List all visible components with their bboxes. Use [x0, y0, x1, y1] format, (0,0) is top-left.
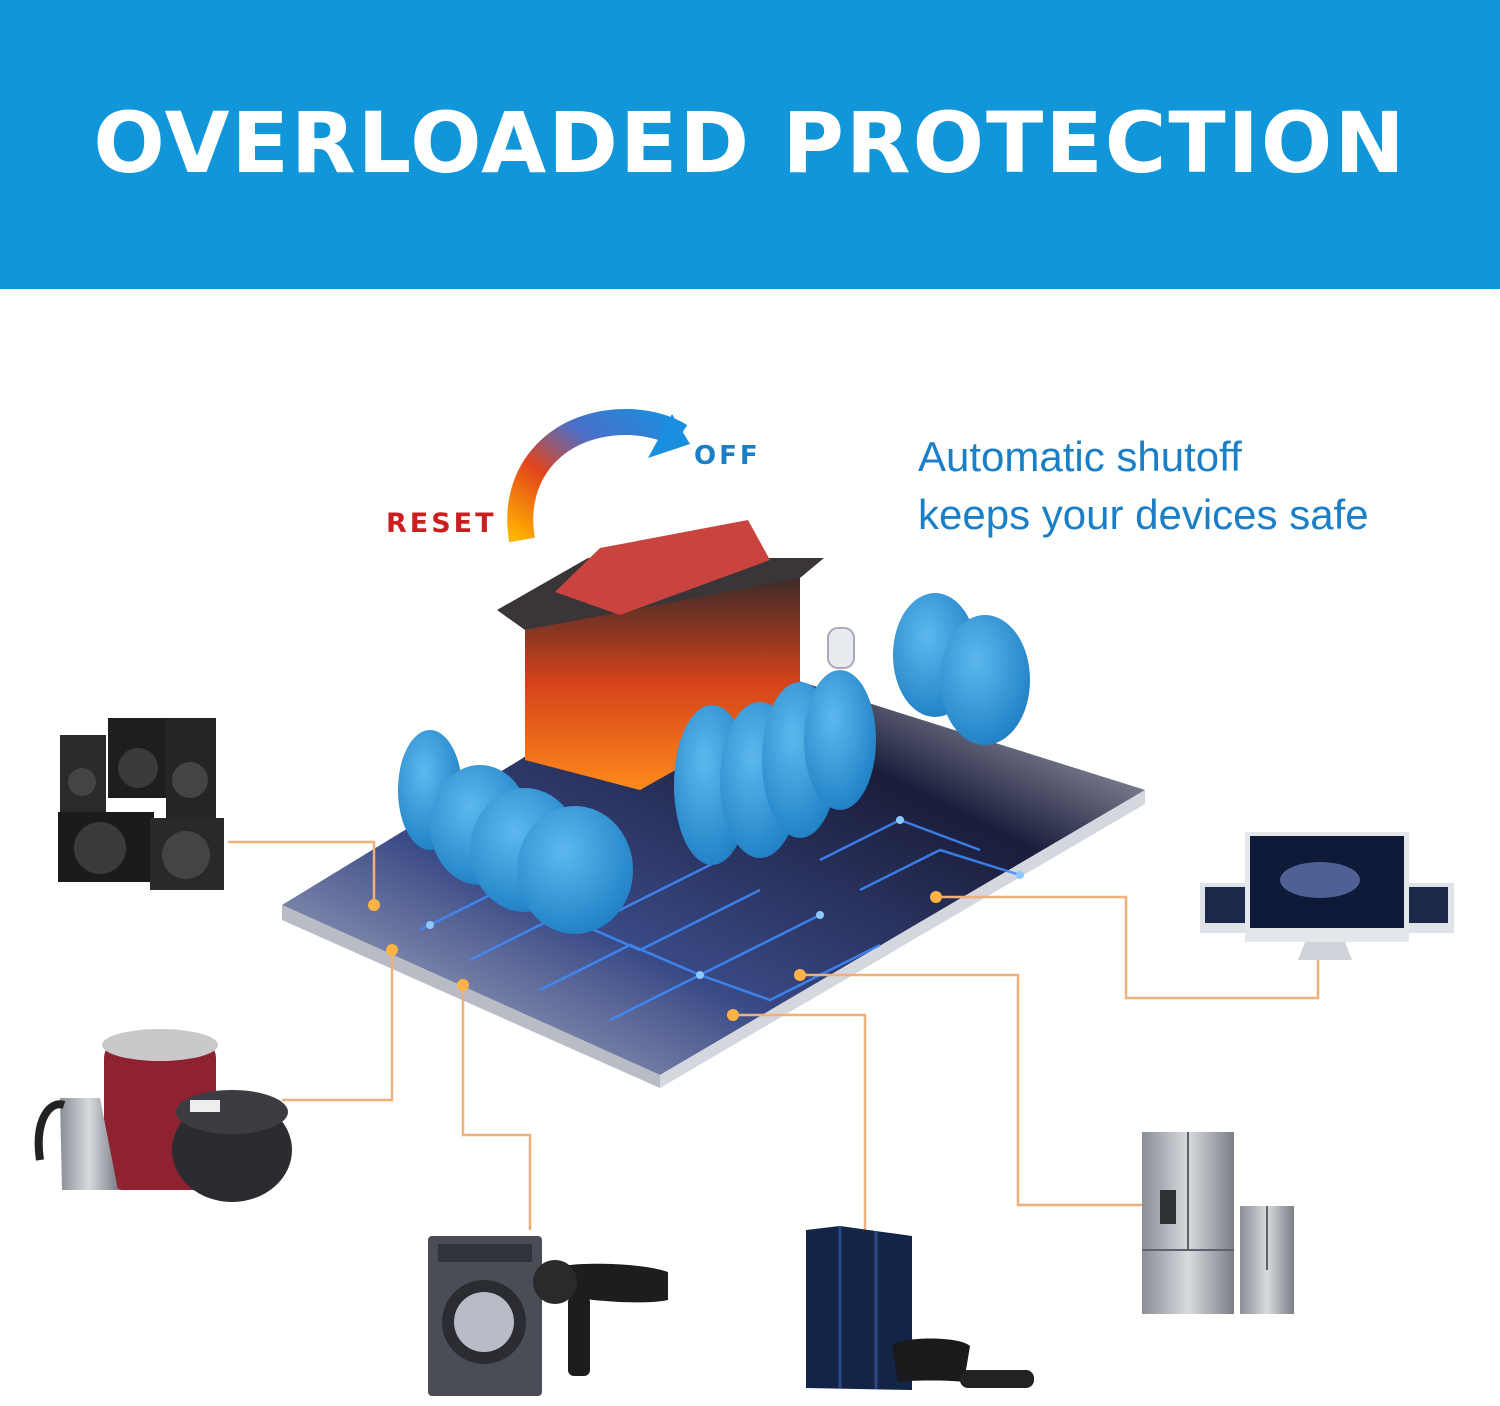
- capacitors: [398, 593, 1030, 934]
- refrigerator-icon: [1142, 1132, 1294, 1314]
- game-console-icon: [806, 1226, 1034, 1390]
- header-banner: OVERLOADED PROTECTION: [0, 0, 1500, 289]
- tagline: Automatic shutoff keeps your devices saf…: [918, 428, 1369, 544]
- reset-label: RESET: [386, 508, 497, 539]
- tagline-line-2: keeps your devices safe: [918, 491, 1369, 538]
- speaker-stack-icon: [58, 718, 224, 890]
- kitchen-appliances-icon: [34, 1029, 292, 1202]
- connector-lines: [228, 840, 1320, 1232]
- off-label: OFF: [694, 441, 761, 471]
- washer-and-hairdryer-icon: [428, 1236, 668, 1396]
- reset-arrow-icon: [507, 408, 690, 543]
- page-title: OVERLOADED PROTECTION: [93, 93, 1407, 192]
- computer-monitors-icon: [1200, 832, 1454, 960]
- connector-dots: [368, 891, 942, 1021]
- led-icon: [827, 627, 855, 669]
- tagline-line-1: Automatic shutoff: [918, 433, 1242, 480]
